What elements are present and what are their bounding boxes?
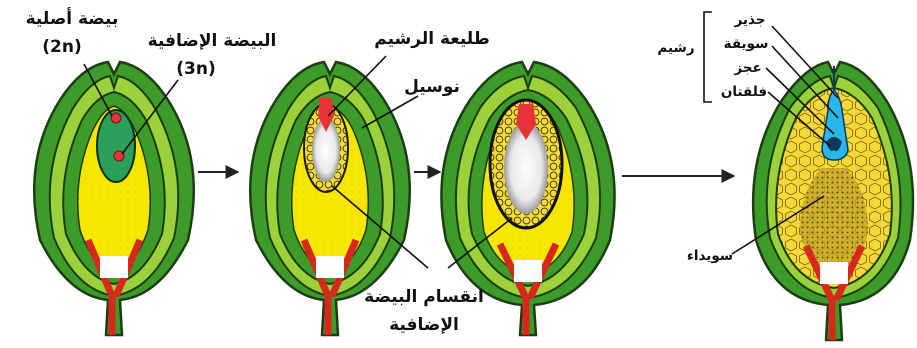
label-accessory-egg-ploidy: (3n) bbox=[176, 59, 215, 79]
label-radicle: جذير bbox=[734, 12, 766, 28]
chalaza bbox=[514, 260, 542, 282]
label-division-line1: انقسام البيضة bbox=[364, 287, 484, 307]
label-cotyledons: فلقتان bbox=[721, 84, 767, 100]
stage-1-ovule bbox=[34, 62, 194, 335]
original-egg-nucleus bbox=[111, 113, 121, 123]
label-embryo-primordium: طليعة الرشيم bbox=[374, 29, 490, 49]
label-accessory-egg: البيضة الإضافية bbox=[148, 31, 277, 51]
stage-4-seed bbox=[753, 62, 913, 340]
label-endosperm: سويداء bbox=[687, 248, 733, 264]
chalaza bbox=[316, 256, 344, 278]
chalaza bbox=[820, 262, 848, 284]
label-original-egg: بيضة أصلية bbox=[26, 7, 119, 29]
label-nucellus: نوسيل bbox=[404, 77, 460, 97]
label-embryo: رشيم bbox=[657, 40, 694, 56]
label-hypocotyl: سويقة bbox=[724, 36, 769, 52]
label-division-line2: الإضافية bbox=[389, 315, 459, 335]
label-plumule: عجز bbox=[733, 60, 761, 76]
label-original-egg-ploidy: (2n) bbox=[42, 37, 81, 57]
embryo-bracket bbox=[704, 12, 712, 102]
chalaza bbox=[100, 256, 128, 278]
